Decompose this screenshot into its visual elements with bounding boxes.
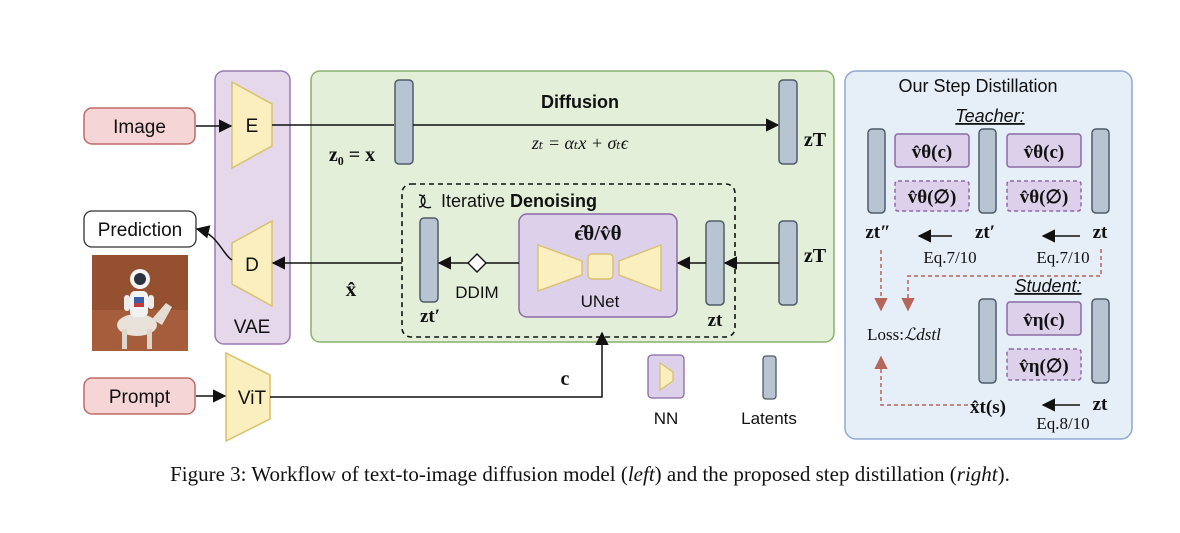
caption-right: right (956, 462, 998, 486)
caption-prefix: Figure 3: Workflow of text-to-image diff… (170, 462, 628, 486)
teacher-cond-box-1 (894, 133, 970, 168)
student-to-loss-arrow (874, 355, 968, 406)
student-eq-label: Eq.8/10 (1036, 414, 1089, 433)
teacher-z-t-label: zt (1093, 222, 1108, 243)
prompt-input-label: Prompt (109, 387, 171, 408)
caption-suffix: ). (997, 462, 1010, 486)
iterative-bold: Denoising (510, 191, 597, 211)
unet-output-label: ϵ̂θ/v̂θ (574, 221, 621, 245)
encoder-label: E (246, 116, 259, 137)
image-input-box (83, 107, 196, 145)
student-uncond-label: v̂η(∅) (1019, 356, 1069, 377)
unet-decoder-shape (618, 243, 662, 293)
prediction-label: Prediction (98, 220, 183, 241)
caption-middle: ) and the proposed step distillation ( (654, 462, 957, 486)
decoder-trapezoid (231, 219, 273, 308)
vit-label: ViT (238, 388, 267, 409)
teacher-cond-label-1: v̂θ(c) (912, 142, 953, 163)
iterative-prefix: Iterative (441, 191, 505, 211)
decoder-label: D (245, 255, 259, 276)
teacher-uncond-label-2: v̂θ(∅) (1020, 187, 1069, 208)
generated-image (92, 255, 188, 351)
decoder-to-prediction-arrow (195, 225, 233, 261)
teacher-latent-1 (867, 128, 886, 214)
legend-nn-shape (659, 361, 674, 392)
teacher-uncond-label-1: v̂θ(∅) (908, 187, 957, 208)
student-label: Student: (1014, 276, 1081, 296)
latent-zT-top (778, 79, 798, 165)
teacher-z-t2-label: zt″ (865, 222, 890, 243)
condition-label: c (561, 368, 570, 390)
caption-left: left (627, 462, 655, 486)
loss-label: Loss:ℒdstl (867, 325, 941, 344)
zT-bottom-label: zT (804, 245, 827, 267)
vae-label: VAE (234, 317, 271, 338)
student-latent-1 (978, 298, 997, 384)
legend-nn-label: NN (654, 409, 679, 428)
teacher-eq-label-1: Eq.7/10 (923, 248, 976, 267)
condition-arrow (270, 331, 609, 398)
distillation-title: Our Step Distillation (898, 76, 1057, 96)
unet-encoder-shape (537, 244, 583, 292)
unet-label: UNet (581, 292, 620, 311)
x-hat-label: x̂ (346, 277, 357, 301)
z0-equation: z₀ = x (329, 144, 375, 166)
astronaut-horse-image (92, 255, 188, 351)
teacher-cond-label-2: v̂θ(c) (1024, 142, 1065, 163)
forward-equation: zₜ = αₜx + σₜϵ (531, 133, 629, 153)
student-z-t-label: zt (1093, 394, 1108, 415)
image-input-label: Image (113, 117, 166, 138)
legend-latent-shape (762, 355, 777, 400)
loss-symbol: ℒdstl (904, 325, 941, 344)
teacher-latent-3 (1091, 128, 1110, 214)
vit-trapezoid (225, 351, 271, 443)
teacher-label: Teacher: (955, 106, 1024, 126)
encoder-trapezoid (231, 80, 273, 170)
legend-latents-label: Latents (741, 409, 797, 428)
zT-top-label: zT (804, 129, 827, 151)
teacher-uncond-box-2 (1006, 180, 1082, 212)
unet-bottleneck (587, 253, 614, 280)
teacher-uncond-box-1 (894, 180, 970, 212)
student-latent-2 (1091, 298, 1110, 384)
zt-prime-label: zt′ (420, 306, 440, 327)
latent-zT-bottom (778, 220, 798, 306)
latent-zt-prime (419, 217, 439, 303)
diffusion-panel (310, 70, 835, 343)
teacher-cond-box-2 (1006, 133, 1082, 168)
prompt-input-box (83, 377, 196, 415)
teacher-latent-2 (978, 128, 997, 214)
latent-zt (705, 220, 725, 306)
teacher-z-t1-label: zt′ (975, 222, 995, 243)
diffusion-title: Diffusion (541, 92, 619, 112)
student-cond-box (1006, 301, 1082, 336)
refresh-icon (418, 194, 432, 209)
ddim-label: DDIM (455, 283, 498, 302)
teacher-eq-label-2: Eq.7/10 (1036, 248, 1089, 267)
iterative-denoising-title: Iterative Denoising (441, 191, 597, 211)
student-x-hat-label: x̂t(s) (970, 397, 1006, 418)
figure-caption: Figure 3: Workflow of text-to-image diff… (0, 462, 1180, 487)
student-uncond-box (1006, 348, 1082, 381)
latent-z0 (394, 79, 414, 165)
student-cond-label: v̂η(c) (1023, 310, 1064, 331)
zt-label: zt (708, 310, 723, 331)
loss-prefix: Loss: (867, 325, 904, 344)
